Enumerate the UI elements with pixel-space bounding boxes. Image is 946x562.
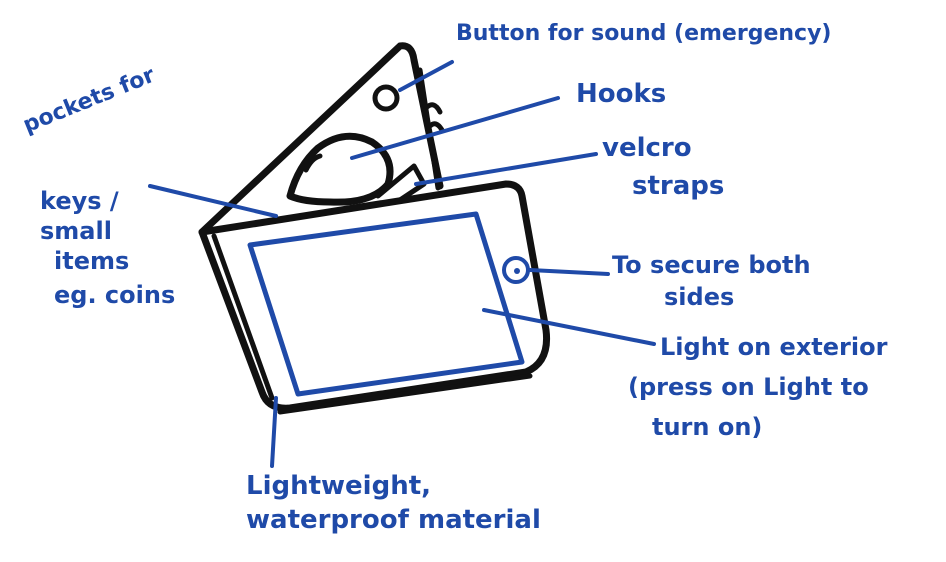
body-bottom-edge (280, 376, 530, 412)
light-panel-outline (250, 214, 522, 394)
label-pockets-4: items (54, 248, 129, 275)
snap-fastener-dot (514, 268, 520, 274)
label-sound-button: Button for sound (emergency) (456, 22, 831, 47)
label-hooks: Hooks (576, 80, 666, 109)
leader-velcro (416, 154, 596, 184)
label-pockets-5: eg. coins (54, 282, 175, 309)
leader-sound-button (400, 62, 452, 90)
label-secure-1: To secure both (612, 252, 811, 279)
label-pockets-3: small (40, 218, 112, 245)
label-material-1: Lightweight, (246, 472, 431, 501)
body-side-edge (214, 236, 272, 398)
label-light-1: Light on exterior (660, 334, 887, 361)
label-light-3: turn on) (652, 414, 762, 441)
sound-button-icon (375, 87, 397, 109)
label-light-2: (press on Light to (628, 374, 869, 401)
leader-pockets (150, 186, 276, 216)
label-velcro-2: straps (632, 172, 724, 201)
label-secure-2: sides (664, 284, 734, 311)
back-flap-right-edge (420, 70, 438, 188)
label-material-2: waterproof material (246, 506, 541, 535)
leader-secure (530, 270, 608, 274)
front-body-outline (202, 184, 547, 408)
label-velcro-1: velcro (602, 134, 692, 163)
label-pockets-2: keys / (40, 188, 119, 215)
